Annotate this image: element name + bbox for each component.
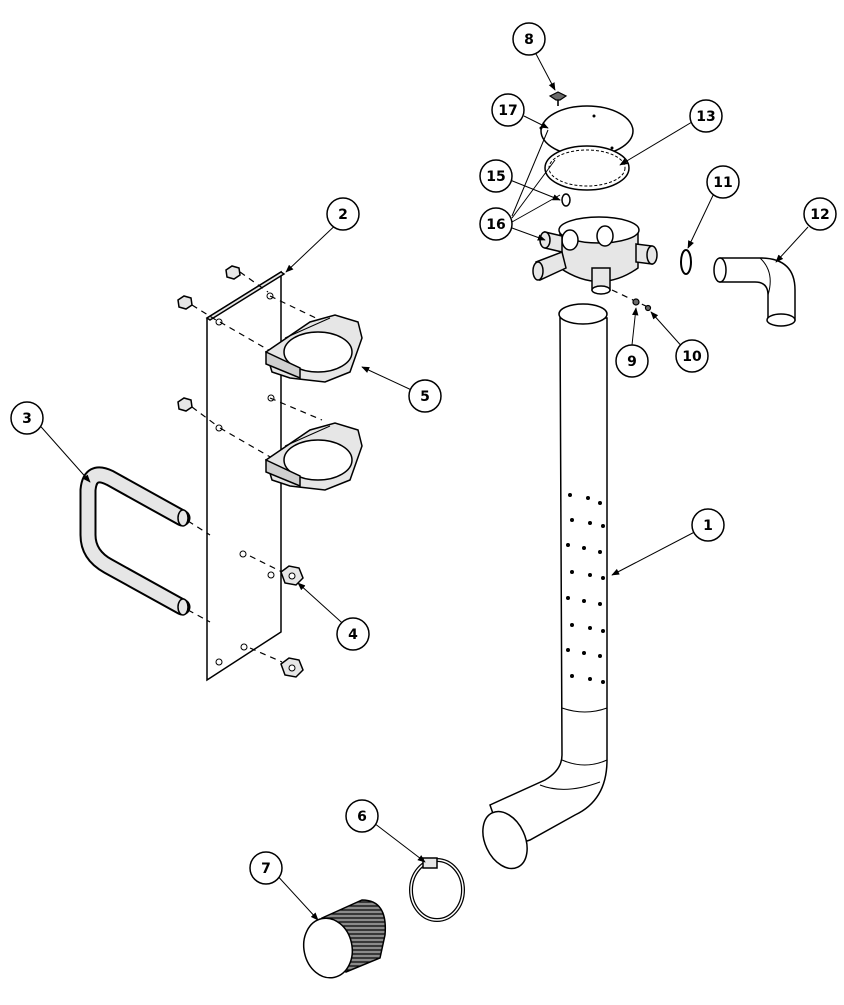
u-bolt (79, 466, 191, 616)
svg-text:12: 12 (810, 207, 829, 223)
callout-2: 2 (326, 197, 360, 231)
svg-text:16: 16 (486, 217, 505, 233)
callout-9: 9 (615, 344, 649, 378)
hex-nut-upper (249, 555, 304, 586)
assembly-line (187, 520, 211, 536)
callout-6: 6 (345, 799, 379, 833)
gasket (544, 145, 630, 191)
svg-text:2: 2 (338, 207, 348, 223)
callout-12: 12 (803, 197, 837, 231)
elbow-fitting (713, 257, 796, 327)
callout-15: 15 (479, 159, 513, 193)
screw-fastener (611, 289, 652, 312)
assembly-line (191, 406, 217, 426)
callout-11: 11 (706, 165, 740, 199)
callout-13: 13 (689, 99, 723, 133)
callout-17: 17 (491, 93, 525, 127)
svg-text:9: 9 (627, 354, 637, 370)
svg-text:7: 7 (261, 861, 271, 877)
svg-text:6: 6 (357, 809, 367, 825)
callout-10: 10 (675, 339, 709, 373)
pipe-clamp-lower (219, 397, 363, 491)
callout-3: 3 (10, 401, 44, 435)
svg-text:5: 5 (420, 389, 430, 405)
svg-text:13: 13 (696, 109, 715, 125)
pipe-clamp-upper (219, 295, 363, 383)
hose-clamp (409, 857, 465, 922)
assembly-line (239, 271, 269, 293)
assembly-line (187, 609, 211, 623)
svg-text:17: 17 (498, 103, 517, 119)
hex-nut-lower (249, 647, 304, 678)
pipe-perforations (566, 493, 605, 684)
callout-4: 4 (336, 617, 370, 651)
wing-screw (548, 91, 568, 106)
svg-text:11: 11 (713, 175, 732, 191)
mounting-plate (205, 270, 286, 682)
leader-lines (34, 51, 809, 921)
svg-text:10: 10 (682, 349, 702, 365)
svg-text:4: 4 (348, 627, 358, 643)
svg-text:3: 3 (22, 411, 32, 427)
svg-text:8: 8 (524, 32, 534, 48)
callout-5: 5 (408, 379, 442, 413)
callout-8: 8 (512, 22, 546, 56)
svg-text:15: 15 (486, 169, 505, 185)
callout-1: 1 (691, 508, 725, 542)
callout-7: 7 (249, 851, 283, 885)
vent-pipe (482, 303, 608, 870)
threaded-filter (302, 899, 387, 979)
assembly-line (191, 304, 217, 321)
svg-text:1: 1 (703, 518, 713, 534)
junction-housing (532, 216, 658, 295)
retaining-ring (680, 249, 692, 275)
o-ring (561, 193, 571, 207)
callout-16: 16 (479, 207, 513, 241)
